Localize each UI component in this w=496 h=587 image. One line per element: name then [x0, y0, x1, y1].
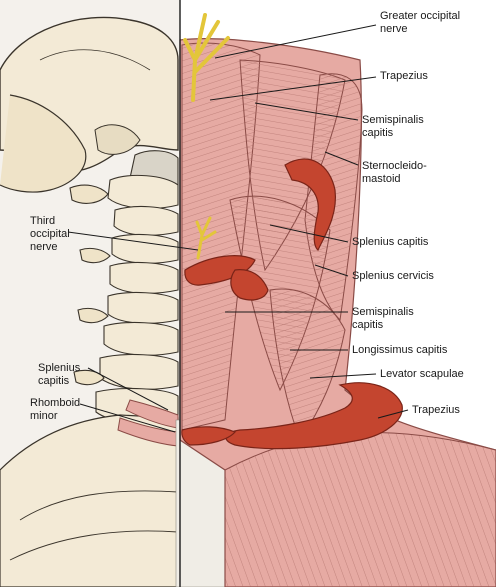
third-occipital-nerve: [195, 216, 217, 260]
cut-semispinalis: [230, 269, 269, 301]
label-splenius-cervicis: Splenius cervicis: [352, 270, 434, 282]
longissimus-muscle: [269, 288, 346, 442]
label-longissimus-capitis: Longissimus capitis: [352, 344, 448, 356]
cervical-spine: [69, 150, 179, 424]
skull-temporal-line: [39, 49, 151, 71]
label-semispinalis-capitis-top: Semispinalis capitis: [362, 114, 424, 139]
cut-trapezius-lower: [181, 426, 237, 446]
label-third-occipital-nerve: Third occipital nerve: [30, 215, 70, 253]
label-semispinalis-capitis-mid: Semispinalis capitis: [352, 306, 414, 331]
label-trapezius-bottom: Trapezius: [412, 404, 460, 416]
trapezius-lower: [224, 432, 496, 587]
greater-occipital-nerve: [183, 13, 230, 102]
cut-sternocleidomastoid: [284, 158, 337, 251]
label-rhomboid-minor: Rhomboid minor: [30, 397, 81, 422]
label-splenius-capitis-left: Splenius capitis: [38, 362, 81, 387]
cut-levator-scapulae: [225, 382, 403, 450]
label-sternocleidomastoid: Sternocleido- mastoid: [362, 160, 427, 185]
leader-lines: [67, 24, 409, 433]
label-splenius-capitis-right: Splenius capitis: [352, 236, 429, 248]
skull-mandible: [0, 94, 87, 193]
label-greater-occipital-nerve: Greater occipital nerve: [380, 10, 461, 35]
rib-lines: [9, 490, 179, 561]
label-trapezius-top: Trapezius: [380, 70, 428, 82]
skull-mastoid: [94, 124, 141, 155]
label-levator-scapulae: Levator scapulae: [380, 368, 464, 380]
